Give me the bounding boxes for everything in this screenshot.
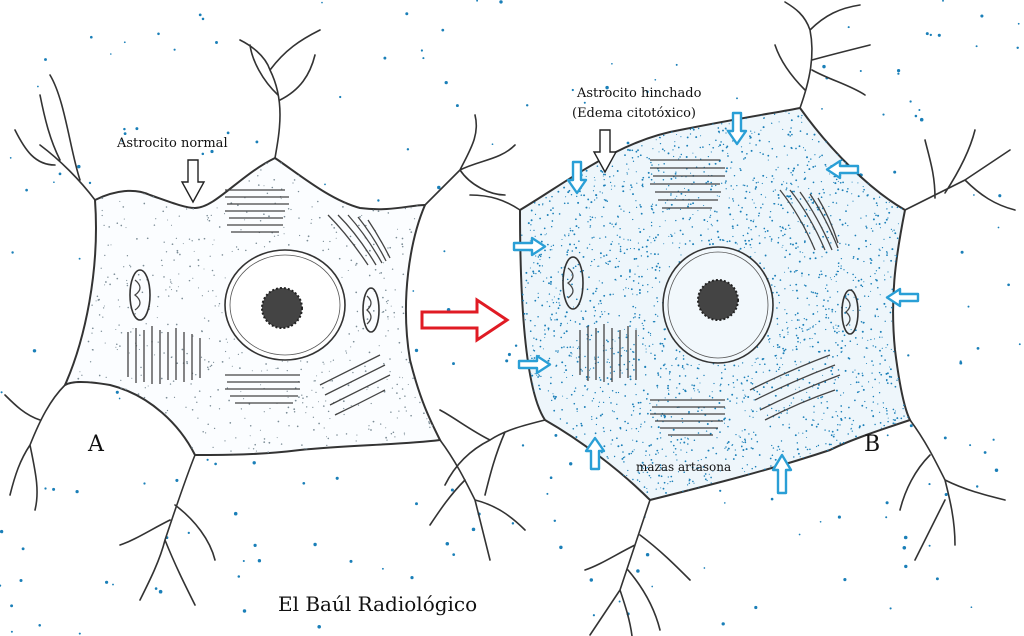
astrocyte-processes (4, 1, 1016, 636)
label-letter-b: B (864, 432, 881, 457)
label-swollen-astrocyte-line1: Astrocito hinchado (577, 86, 702, 101)
label-normal-astrocyte: Astrocito normal (117, 136, 228, 151)
label-swollen-astrocyte-line2: (Edema citotóxico) (572, 106, 696, 121)
astrocyte-b-nucleus (662, 246, 774, 364)
transition-arrow (420, 297, 510, 343)
astrocyte-a-nucleus (224, 249, 346, 361)
label-letter-a: A (88, 432, 104, 457)
astrocyte-b-organelles (562, 159, 859, 436)
footer-credit: El Baúl Radiológico (278, 592, 478, 616)
water-influx-arrows (512, 111, 920, 495)
pointer-arrow-swollen (592, 129, 618, 174)
astrocyte-a-organelles (127, 189, 391, 416)
artist-signature: mazas artasona (636, 460, 732, 474)
pointer-arrow-normal (180, 159, 206, 204)
